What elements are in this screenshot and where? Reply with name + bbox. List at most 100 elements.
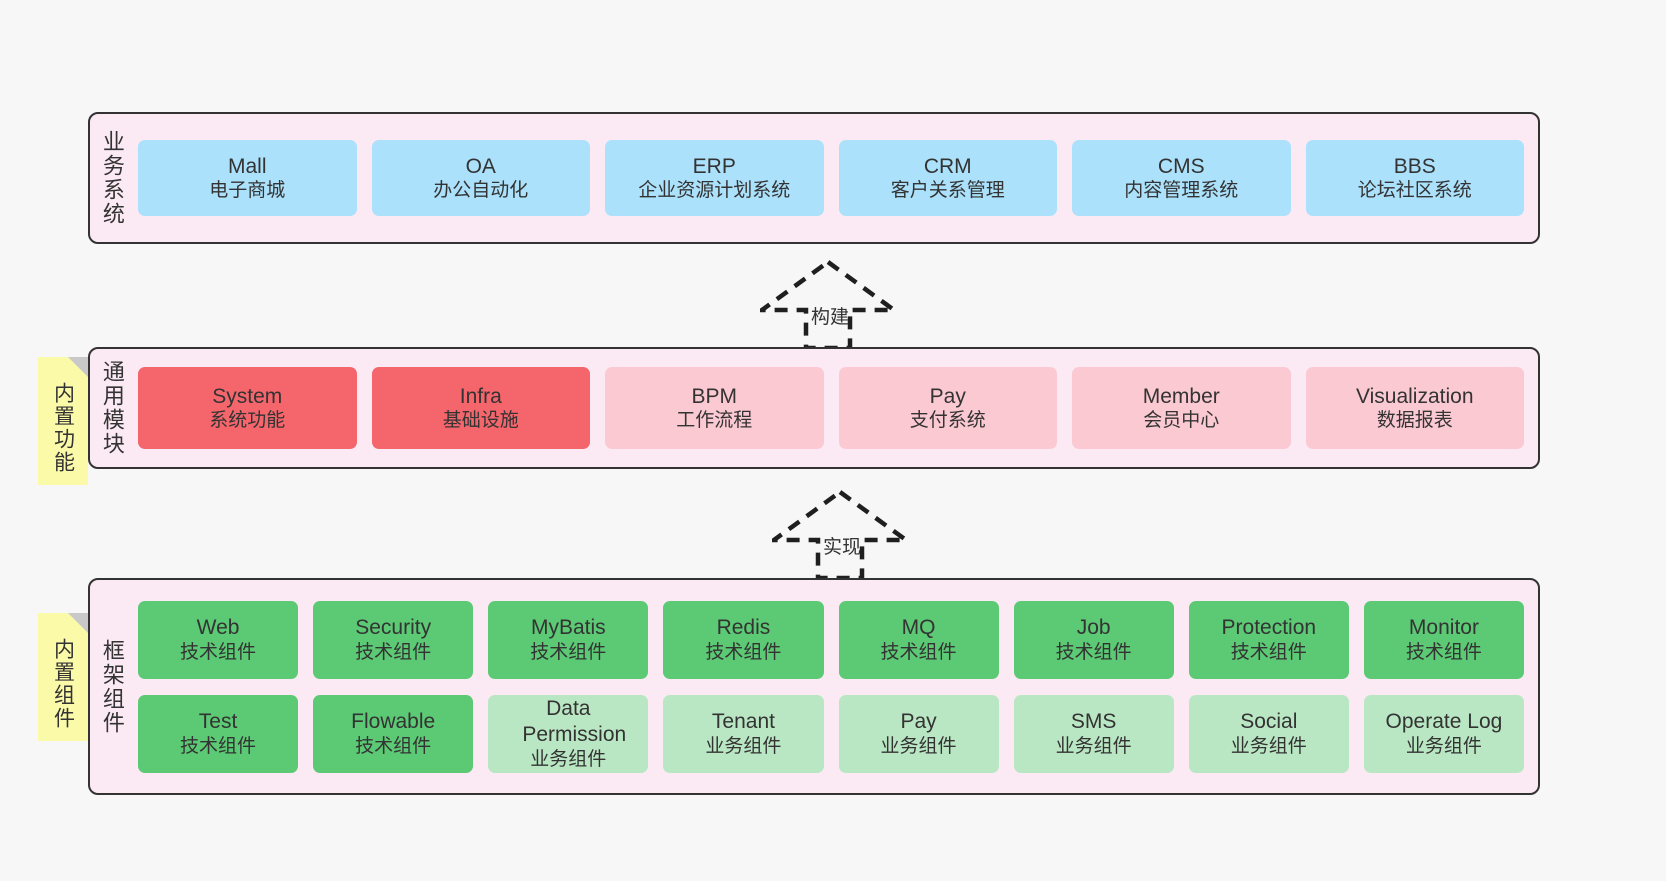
card-social[interactable]: Social 业务组件 — [1188, 694, 1349, 773]
card-pay-component-cn: 业务组件 — [880, 735, 957, 757]
card-cms[interactable]: CMS 内容管理系统 — [1072, 140, 1291, 216]
note-builtin-component: 内置组件 — [38, 613, 88, 741]
card-operate-log[interactable]: Operate Log 业务组件 — [1363, 694, 1524, 773]
card-sms-cn: 业务组件 — [1055, 735, 1132, 757]
card-mall[interactable]: Mall 电子商城 — [138, 140, 357, 216]
card-visualization-cn: 数据报表 — [1376, 410, 1453, 432]
layer-title-common-module: 通用模块 — [99, 360, 125, 456]
card-mq[interactable]: MQ 技术组件 — [838, 600, 999, 679]
card-mq-en: MQ — [901, 616, 936, 640]
card-erp[interactable]: ERP 企业资源计划系统 — [605, 140, 824, 216]
card-mybatis-en: MyBatis — [530, 616, 606, 640]
note-fold-corner-icon — [68, 357, 88, 377]
card-mybatis[interactable]: MyBatis 技术组件 — [488, 600, 649, 679]
card-infra-en: Infra — [459, 384, 502, 408]
card-mall-en: Mall — [227, 154, 267, 178]
card-sms[interactable]: SMS 业务组件 — [1013, 694, 1174, 773]
card-crm[interactable]: CRM 客户关系管理 — [838, 140, 1057, 216]
card-operate-log-cn: 业务组件 — [1405, 735, 1482, 757]
layer-body-framework-component: Web 技术组件 Security 技术组件 MyBatis 技术组件 Redi… — [134, 580, 1538, 793]
card-oa[interactable]: OA 办公自动化 — [371, 140, 590, 216]
card-system-en: System — [212, 384, 283, 408]
card-mybatis-cn: 技术组件 — [530, 641, 607, 663]
card-web-en: Web — [196, 616, 240, 640]
card-member[interactable]: Member 会员中心 — [1072, 367, 1291, 449]
card-data-permission[interactable]: Data Permission 业务组件 — [488, 694, 649, 773]
common-module-row: System 系统功能 Infra 基础设施 BPM 工作流程 Pay 支付系统… — [138, 367, 1524, 449]
card-job-cn: 技术组件 — [1055, 641, 1132, 663]
card-tenant-cn: 业务组件 — [705, 735, 782, 757]
card-bbs-en: BBS — [1393, 154, 1436, 178]
card-bpm-cn: 工作流程 — [676, 410, 753, 432]
card-test-en: Test — [198, 710, 238, 734]
connector-implement: 实现 — [767, 488, 913, 581]
card-job-en: Job — [1076, 616, 1111, 640]
card-flowable-cn: 技术组件 — [355, 735, 432, 757]
card-system-cn: 系统功能 — [209, 410, 286, 432]
card-protection-cn: 技术组件 — [1230, 641, 1307, 663]
card-mall-cn: 电子商城 — [209, 180, 286, 202]
card-data-permission-en: Data Permission — [522, 697, 627, 746]
card-mq-cn: 技术组件 — [880, 641, 957, 663]
card-monitor-en: Monitor — [1408, 616, 1479, 640]
card-redis-en: Redis — [716, 616, 771, 640]
card-oa-en: OA — [465, 154, 496, 178]
card-tenant[interactable]: Tenant 业务组件 — [663, 694, 824, 773]
layer-title-business-system: 业务系统 — [99, 130, 125, 226]
card-redis[interactable]: Redis 技术组件 — [663, 600, 824, 679]
card-crm-cn: 客户关系管理 — [890, 180, 1005, 202]
card-test-cn: 技术组件 — [180, 735, 257, 757]
card-oa-cn: 办公自动化 — [433, 180, 529, 202]
note-fold-corner-icon — [68, 613, 88, 633]
card-operate-log-en: Operate Log — [1385, 710, 1503, 734]
note-builtin-component-label: 内置组件 — [51, 638, 75, 730]
layer-body-common-module: System 系统功能 Infra 基础设施 BPM 工作流程 Pay 支付系统… — [134, 349, 1538, 467]
card-social-cn: 业务组件 — [1230, 735, 1307, 757]
layer-title-framework-component: 框架组件 — [99, 638, 125, 735]
card-cms-cn: 内容管理系统 — [1124, 180, 1239, 202]
card-pay-module-cn: 支付系统 — [909, 410, 986, 432]
layer-common-module: 通用模块 System 系统功能 Infra 基础设施 BPM 工作流程 Pay… — [88, 347, 1540, 469]
card-social-en: Social — [1240, 710, 1298, 734]
card-system[interactable]: System 系统功能 — [138, 367, 357, 449]
card-infra[interactable]: Infra 基础设施 — [371, 367, 590, 449]
card-crm-en: CRM — [923, 154, 972, 178]
card-bpm-en: BPM — [691, 384, 737, 408]
card-bbs[interactable]: BBS 论坛社区系统 — [1305, 140, 1524, 216]
connector-build-label: 构建 — [810, 307, 850, 328]
layer-business-system: 业务系统 Mall 电子商城 OA 办公自动化 ERP 企业资源计划系统 CRM… — [88, 112, 1540, 244]
card-visualization[interactable]: Visualization 数据报表 — [1305, 367, 1524, 449]
card-monitor-cn: 技术组件 — [1405, 641, 1482, 663]
card-visualization-en: Visualization — [1355, 384, 1474, 408]
card-web[interactable]: Web 技术组件 — [138, 600, 299, 679]
card-job[interactable]: Job 技术组件 — [1013, 600, 1174, 679]
card-tenant-en: Tenant — [711, 710, 775, 734]
card-bpm[interactable]: BPM 工作流程 — [605, 367, 824, 449]
card-test[interactable]: Test 技术组件 — [138, 694, 299, 773]
note-builtin-function: 内置功能 — [38, 357, 88, 485]
card-pay-component[interactable]: Pay 业务组件 — [838, 694, 999, 773]
layer-framework-component: 框架组件 Web 技术组件 Security 技术组件 MyBatis 技术组件… — [88, 578, 1540, 795]
card-security-cn: 技术组件 — [355, 641, 432, 663]
card-monitor[interactable]: Monitor 技术组件 — [1363, 600, 1524, 679]
card-pay-component-en: Pay — [900, 710, 937, 734]
note-builtin-function-label: 内置功能 — [51, 382, 75, 474]
framework-component-row-business: Test 技术组件 Flowable 技术组件 Data Permission … — [138, 694, 1524, 773]
card-protection-en: Protection — [1221, 616, 1317, 640]
card-redis-cn: 技术组件 — [705, 641, 782, 663]
card-erp-en: ERP — [692, 154, 736, 178]
card-web-cn: 技术组件 — [180, 641, 257, 663]
card-security[interactable]: Security 技术组件 — [313, 600, 474, 679]
card-pay-module[interactable]: Pay 支付系统 — [838, 367, 1057, 449]
card-protection[interactable]: Protection 技术组件 — [1188, 600, 1349, 679]
card-security-en: Security — [355, 616, 432, 640]
card-member-en: Member — [1142, 384, 1220, 408]
card-erp-cn: 企业资源计划系统 — [638, 180, 791, 202]
business-system-row: Mall 电子商城 OA 办公自动化 ERP 企业资源计划系统 CRM 客户关系… — [138, 140, 1524, 216]
card-bbs-cn: 论坛社区系统 — [1357, 180, 1472, 202]
card-cms-en: CMS — [1157, 154, 1205, 178]
card-flowable[interactable]: Flowable 技术组件 — [313, 694, 474, 773]
connector-implement-label: 实现 — [822, 537, 862, 558]
layer-body-business-system: Mall 电子商城 OA 办公自动化 ERP 企业资源计划系统 CRM 客户关系… — [134, 114, 1538, 242]
